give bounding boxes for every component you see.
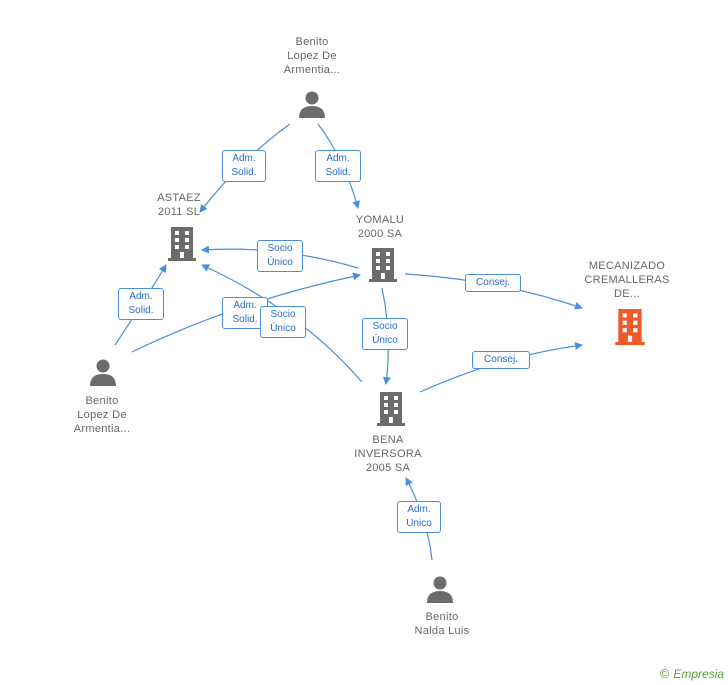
person-label-top[interactable]: Benito Lopez De Armentia... bbox=[262, 35, 362, 77]
company-label-astaez[interactable]: ASTAEZ 2011 SL bbox=[139, 191, 219, 219]
edge-label-line: Adm. bbox=[232, 153, 256, 164]
node-label-line: Lopez De bbox=[287, 50, 337, 62]
edge-label-line: Solid. bbox=[128, 305, 154, 316]
node-label-line: Benito bbox=[425, 611, 459, 623]
person-icon[interactable] bbox=[298, 90, 326, 118]
edge-label-line: Consej. bbox=[476, 277, 510, 288]
node-label-line: DE... bbox=[614, 288, 640, 300]
edge-label-line: Adm. bbox=[233, 300, 257, 311]
building-icon[interactable] bbox=[369, 248, 397, 282]
node-label-line: INVERSORA bbox=[354, 448, 422, 460]
brand-logo[interactable]: © Empresia bbox=[660, 666, 724, 681]
company-label-bena[interactable]: BENA INVERSORA 2005 SA bbox=[348, 433, 428, 475]
node-label-line: BENA bbox=[372, 434, 404, 446]
node-label-line: 2011 SL bbox=[157, 206, 201, 218]
edge-label-line: Socio bbox=[270, 309, 296, 320]
node-label-line: 2000 SA bbox=[357, 228, 403, 240]
edge-label-adm-solid: Adm. Solid. bbox=[315, 150, 361, 182]
edge-label-line: Unico bbox=[406, 518, 432, 529]
copyright-icon: © bbox=[659, 666, 670, 681]
edge-label-line: Consej. bbox=[484, 354, 518, 365]
edge-label-socio-unico: Socio Único bbox=[257, 240, 303, 272]
node-label-line: ASTAEZ bbox=[157, 192, 201, 204]
edge-label-socio-unico: Socio Único bbox=[260, 306, 306, 338]
person-label-bottom[interactable]: Benito Nalda Luis bbox=[392, 610, 492, 638]
node-label-line: Benito bbox=[295, 36, 329, 48]
edge-label-line: Solid. bbox=[231, 167, 257, 178]
node-label-line: Armentia... bbox=[73, 423, 131, 435]
edge-label-line: Único bbox=[267, 257, 293, 268]
node-label-line: Lopez De bbox=[77, 409, 127, 421]
node-label-line: MECANIZADO bbox=[588, 260, 666, 272]
edge-label-consej: Consej. bbox=[465, 274, 521, 292]
node-label-line: CREMALLERAS bbox=[584, 274, 670, 286]
company-label-yomalu[interactable]: YOMALU 2000 SA bbox=[340, 213, 420, 241]
node-label-line: 2005 SA bbox=[365, 462, 411, 474]
edge-label-consej: Consej. bbox=[472, 351, 530, 369]
person-label-left[interactable]: Benito Lopez De Armentia... bbox=[52, 394, 152, 436]
edge-label-line: Adm. bbox=[326, 153, 350, 164]
edge-label-line: Adm. bbox=[407, 504, 431, 515]
brand-name: Empresia bbox=[673, 666, 724, 681]
building-icon[interactable] bbox=[168, 227, 196, 261]
edge-label-adm-unico: Adm. Unico bbox=[397, 501, 441, 533]
node-label-line: Armentia... bbox=[283, 64, 341, 76]
edge-label-adm-solid: Adm. Solid. bbox=[118, 288, 164, 320]
node-label-line: Nalda Luis bbox=[414, 625, 470, 637]
edge-label-line: Adm. bbox=[129, 291, 153, 302]
edge-label-line: Solid. bbox=[232, 314, 258, 325]
edge-label-line: Socio bbox=[372, 321, 398, 332]
edge-label-line: Solid. bbox=[325, 167, 351, 178]
building-icon[interactable] bbox=[377, 392, 405, 426]
person-icon[interactable] bbox=[89, 358, 117, 386]
building-icon[interactable] bbox=[615, 309, 645, 345]
node-label-line: YOMALU bbox=[355, 214, 405, 226]
edge-label-adm-solid: Adm. Solid. bbox=[222, 150, 266, 182]
company-label-mecanizado[interactable]: MECANIZADO CREMALLERAS DE... bbox=[572, 259, 682, 301]
node-label-line: Benito bbox=[85, 395, 119, 407]
edge-label-socio-unico: Socio Único bbox=[362, 318, 408, 350]
edge-label-line: Único bbox=[270, 323, 296, 334]
edge-label-line: Socio bbox=[267, 243, 293, 254]
edge-label-line: Único bbox=[372, 335, 398, 346]
person-icon[interactable] bbox=[426, 575, 454, 603]
